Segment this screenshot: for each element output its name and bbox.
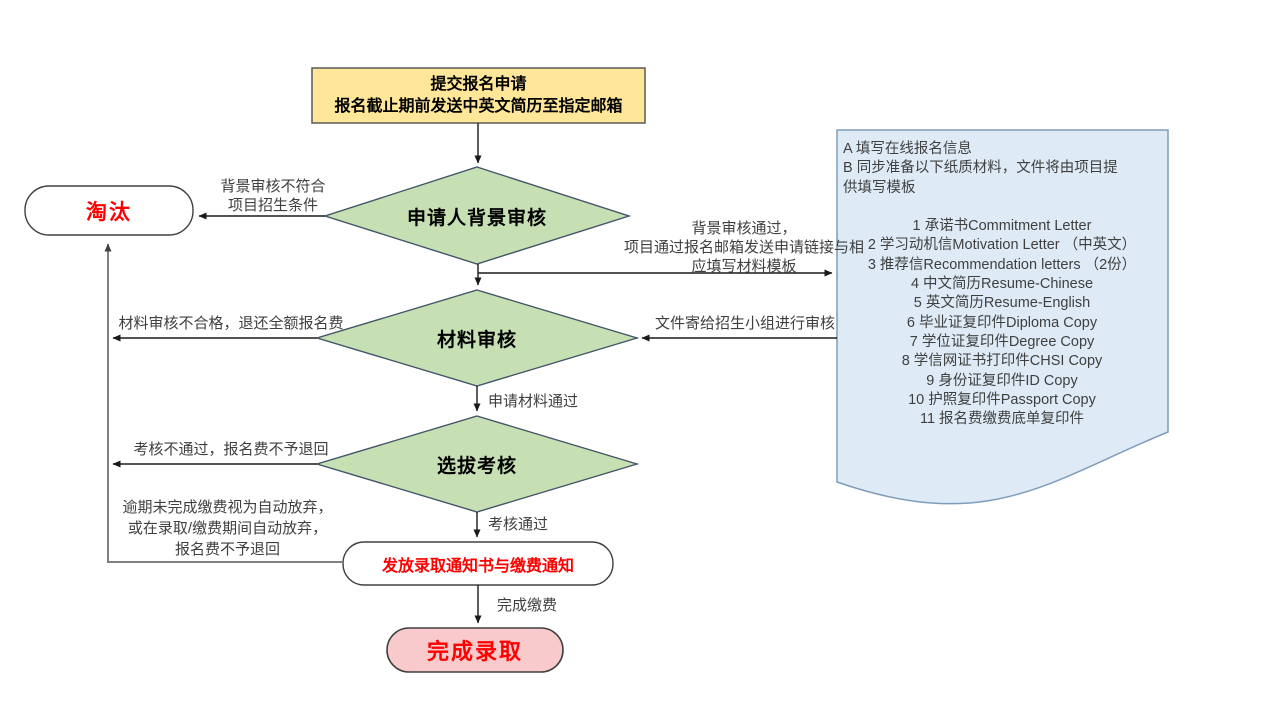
document-line: 2 学习动机信Motivation Letter （中英文） — [867, 237, 1137, 254]
edge-label-mail-to-group: 文件寄给招生小组进行审核 — [654, 315, 835, 332]
materials-document-text: A 填写在线报名信息 B 同步准备以下纸质材料，文件将由项目提 供填写模板 1 … — [843, 140, 1161, 429]
start-node-line1: 提交报名申请 — [430, 75, 527, 93]
admission-complete-label: 完成录取 — [426, 639, 523, 664]
document-line: B 同步准备以下纸质材料，文件将由项目提 — [843, 160, 1118, 177]
edge-label-background-pass-line1: 背景审核通过， — [691, 220, 797, 237]
document-line: 6 毕业证复印件Diploma Copy — [906, 314, 1098, 331]
start-node-line2: 报名截止期前发送中英文简历至指定邮箱 — [334, 97, 623, 115]
document-line: 11 报名费缴费底单复印件 — [919, 411, 1085, 428]
start-node-shape — [311, 67, 646, 124]
edge-label-background-pass-line3: 应填写材料模板 — [691, 258, 797, 275]
edge-label-exam-pass: 考核通过 — [488, 516, 549, 533]
document-line: 8 学信网证书打印件CHSI Copy — [901, 353, 1103, 370]
document-line: 供填写模板 — [843, 179, 916, 196]
eliminated-node-shape — [24, 185, 194, 236]
edge-label-background-fail-line2: 项目招生条件 — [227, 197, 318, 214]
selection-exam-label: 选拔考核 — [436, 455, 517, 477]
document-line: 5 英文简历Resume-English — [913, 295, 1091, 312]
document-line: 10 护照复印件Passport Copy — [908, 391, 1096, 408]
connector-abandon-to-eliminated — [104, 243, 343, 563]
document-line: A 填写在线报名信息 — [843, 141, 972, 157]
document-line — [843, 198, 1161, 217]
admission-notice-label: 发放录取通知书与缴费通知 — [381, 557, 574, 575]
document-line: 4 中文简历Resume-Chinese — [910, 276, 1094, 293]
materials-document-shape — [836, 129, 1169, 505]
background-review-label: 申请人背景审核 — [406, 207, 547, 229]
edge-label-abandon-line2: 或在录取/缴费期间自动放弃， — [127, 520, 328, 537]
edge-label-material-fail: 材料审核不合格，退还全额报名费 — [118, 315, 344, 332]
edge-label-abandon-line1: 逾期未完成缴费视为自动放弃， — [122, 499, 333, 516]
eliminated-label: 淘汰 — [86, 200, 132, 224]
edge-label-background-pass: 背景审核通过， 项目通过报名邮箱发送申请链接与相 应填写材料模板 — [608, 219, 880, 276]
edge-label-abandon-line3: 报名费不予退回 — [174, 541, 280, 558]
document-line: 3 推荐信Recommendation letters （2份） — [867, 256, 1137, 273]
admission-complete-node-shape — [386, 627, 564, 673]
start-node: 提交报名申请 报名截止期前发送中英文简历至指定邮箱 — [312, 68, 645, 123]
document-line: 9 身份证复印件ID Copy — [926, 372, 1078, 389]
edge-label-material-pass: 申请材料通过 — [488, 393, 579, 410]
document-line: 1 承诺书Commitment Letter — [912, 218, 1092, 235]
edge-label-payment-done: 完成缴费 — [497, 597, 558, 614]
edge-label-background-pass-line2: 项目通过报名邮箱发送申请链接与相 — [623, 239, 864, 256]
background-review-diamond — [322, 166, 632, 265]
document-line: 7 学位证复印件Degree Copy — [909, 333, 1095, 350]
material-review-label: 材料审核 — [436, 329, 517, 351]
edge-label-abandon: 逾期未完成缴费视为自动放弃， 或在录取/缴费期间自动放弃， 报名费不予退回 — [105, 497, 350, 560]
edge-label-background-fail-line1: 背景审核不符合 — [220, 178, 326, 195]
edge-label-background-fail: 背景审核不符合 项目招生条件 — [195, 177, 351, 215]
edge-label-exam-fail: 考核不通过，报名费不予退回 — [133, 441, 329, 458]
